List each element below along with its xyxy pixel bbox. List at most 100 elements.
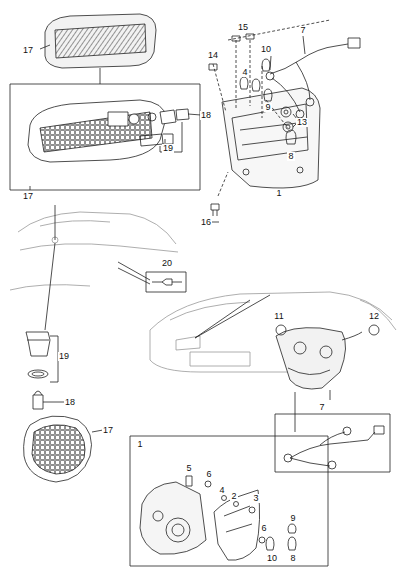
exploded-view bbox=[45, 243, 55, 330]
wiring-harness bbox=[306, 98, 314, 106]
rear-lamp bbox=[297, 167, 303, 173]
car-body bbox=[150, 292, 392, 330]
car-body bbox=[360, 300, 396, 330]
rear-lamp bbox=[222, 88, 320, 188]
callout-number: 1 bbox=[136, 440, 143, 449]
wiring-harness bbox=[348, 38, 360, 48]
connector-20 bbox=[152, 279, 172, 285]
repeater-lens bbox=[108, 112, 128, 126]
rear-lamp bbox=[288, 368, 330, 375]
callout-number: 11 bbox=[273, 312, 284, 321]
callout-number: 6 bbox=[260, 524, 267, 533]
lamp-housing bbox=[214, 490, 260, 560]
rear-lamp bbox=[295, 392, 296, 432]
fastener bbox=[222, 496, 227, 501]
exploded-view bbox=[55, 205, 56, 240]
side-repeater bbox=[40, 45, 50, 49]
bulb-holder bbox=[26, 332, 64, 409]
bulb bbox=[240, 59, 296, 144]
lamp-housing bbox=[166, 518, 190, 542]
side-repeater bbox=[45, 14, 156, 68]
detail-frame bbox=[130, 436, 328, 566]
bulb-holder bbox=[26, 332, 50, 356]
callout-number: 14 bbox=[207, 51, 219, 60]
rear-lamp bbox=[320, 346, 332, 358]
bulb-holder bbox=[50, 382, 58, 383]
fastener bbox=[234, 502, 239, 507]
wiring-harness bbox=[320, 432, 345, 445]
callout-number: 2 bbox=[230, 492, 237, 501]
rear-lamp bbox=[276, 328, 346, 389]
detail-frame bbox=[275, 414, 390, 472]
callout-number: 8 bbox=[287, 152, 294, 161]
callout-number: 3 bbox=[252, 494, 259, 503]
wiring-harness bbox=[328, 461, 336, 469]
repeater-lens bbox=[28, 100, 166, 162]
callout-number: 8 bbox=[289, 554, 296, 563]
leader-dash bbox=[262, 66, 263, 118]
lamp-housing bbox=[153, 511, 163, 521]
wiring-harness bbox=[270, 44, 348, 74]
callout-number: 9 bbox=[289, 514, 296, 523]
bulb bbox=[266, 537, 274, 550]
bulb-socket bbox=[281, 107, 297, 132]
wiring-harness bbox=[303, 36, 305, 54]
bulb bbox=[288, 524, 296, 533]
leader-dash bbox=[236, 40, 237, 110]
bulb bbox=[262, 59, 270, 71]
repeater-lens bbox=[163, 134, 173, 144]
car-body bbox=[20, 244, 178, 252]
callout-number: 19 bbox=[58, 352, 70, 361]
bulb-holder bbox=[27, 340, 49, 341]
repeater-lens bbox=[176, 109, 189, 120]
repeater-lens bbox=[182, 122, 183, 152]
exploded-view bbox=[195, 300, 250, 338]
bulb-socket bbox=[281, 107, 291, 117]
bulb-holder bbox=[33, 395, 43, 409]
detail-frame bbox=[10, 84, 200, 190]
callout-number: 17 bbox=[102, 426, 114, 435]
side-repeater bbox=[32, 425, 85, 474]
wiring-harness bbox=[296, 62, 310, 100]
callout-number: 15 bbox=[237, 23, 249, 32]
car-body bbox=[150, 292, 396, 372]
bulb bbox=[264, 89, 272, 101]
rear-lamp bbox=[369, 325, 379, 335]
rear-lamp bbox=[276, 325, 286, 335]
bulb bbox=[288, 537, 296, 550]
rear-lamp bbox=[330, 390, 331, 400]
fastener bbox=[186, 476, 192, 486]
wiring-harness bbox=[284, 426, 384, 469]
wiring-harness bbox=[284, 454, 292, 462]
callout-number: 1 bbox=[275, 189, 282, 198]
connector-20 bbox=[118, 268, 150, 284]
callout-number: 12 bbox=[368, 312, 380, 321]
car-body bbox=[40, 221, 110, 226]
callout-number: 17 bbox=[22, 46, 34, 55]
rear-lamp bbox=[276, 325, 379, 432]
bulb-holder bbox=[43, 402, 64, 403]
connector-20 bbox=[172, 282, 182, 283]
exploded-view bbox=[195, 295, 270, 338]
exploded-view bbox=[10, 14, 396, 566]
bulb bbox=[252, 79, 260, 91]
connector-20 bbox=[118, 262, 186, 292]
car-body bbox=[170, 302, 250, 320]
leader-dash bbox=[213, 64, 226, 112]
callout-number: 13 bbox=[296, 118, 308, 127]
callout-number: 16 bbox=[200, 218, 212, 227]
bulb bbox=[240, 77, 248, 89]
rear-lamp bbox=[294, 342, 306, 354]
detail-frame bbox=[10, 68, 200, 190]
bulb-socket bbox=[283, 122, 293, 132]
screw bbox=[211, 204, 219, 216]
car-body bbox=[10, 212, 178, 290]
fastener bbox=[205, 481, 211, 487]
bulb bbox=[266, 524, 296, 550]
callout-number: 4 bbox=[218, 486, 225, 495]
connector-20 bbox=[118, 262, 150, 280]
side-repeater bbox=[40, 14, 156, 68]
fastener bbox=[186, 476, 265, 543]
rear-lamp bbox=[232, 104, 308, 160]
